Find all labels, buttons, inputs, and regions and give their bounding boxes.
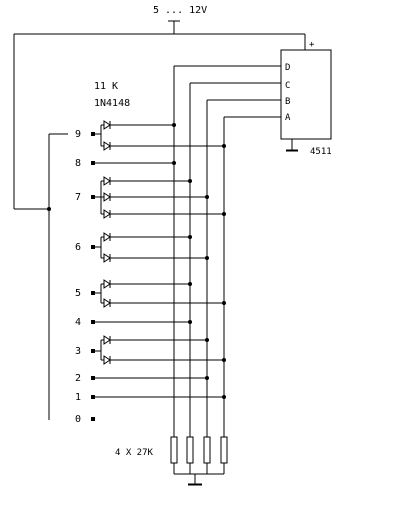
junction-dot-10 [222,301,226,305]
diode-9-2 [101,141,224,151]
switch-contact-0 [91,417,95,421]
junction-dot-15 [222,395,226,399]
chip-input-c-label: C [285,81,290,91]
chip-part-label: 4511 [310,147,332,157]
diode-7-1 [101,176,190,186]
diode-5-1 [101,279,190,289]
switch-label-1: 1 [75,392,81,403]
diode-9-1 [101,120,174,130]
decoder-chip [280,49,332,140]
switch-contact-3 [91,349,95,353]
pulldown-resistors [170,436,228,484]
chip-input-a-label: A [285,113,291,123]
junction-dot-11 [188,320,192,324]
supply-voltage-label: 5 ... 12V [153,5,207,16]
junction-dot-9 [188,282,192,286]
switch-label-8: 8 [75,158,81,169]
switch-label-7: 7 [75,192,81,203]
switch-contact-1 [91,395,95,399]
switch-label-2: 2 [75,373,81,384]
diode-6-2 [101,253,207,263]
diode-group-3 [95,335,224,365]
diode-3-1 [101,335,207,345]
diode-part-label: 1N4148 [94,98,130,109]
diode-3-2 [101,355,224,365]
switch-contact-5 [91,291,95,295]
switch-wiper [48,133,68,420]
switch-contact-2 [91,376,95,380]
junction-dot-12 [205,338,209,342]
junction-dot-4 [188,179,192,183]
supply-terminal [168,20,180,34]
switch-contact-6 [91,245,95,249]
diode-matrix [95,120,224,365]
diode-group-5 [95,279,224,308]
switch-label-3: 3 [75,346,81,357]
junction-dot-8 [205,256,209,260]
chip-input-d-label: D [285,63,290,73]
switch-label-0: 0 [75,414,81,425]
diode-group-6 [95,232,207,263]
diode-group-9 [95,120,224,151]
diode-7-2 [101,192,207,202]
direct-wires [95,162,224,398]
switch-label-4: 4 [75,317,81,328]
bus-wires [173,65,281,438]
switch-contact-4 [91,320,95,324]
switch-contact-9 [91,132,95,136]
diode-7-3 [101,209,224,219]
junction-dot-1 [172,123,176,127]
bus-junctions [172,123,226,399]
chip-plus-label: + [309,40,315,50]
supply-wires [13,33,306,210]
switch-contact-7 [91,195,95,199]
switch-label-9: 9 [75,129,81,140]
resistor-label: 4 X 27K [115,448,154,458]
chip-input-b-label: B [285,97,290,107]
diode-6-1 [101,232,190,242]
diode-group-7 [95,176,224,219]
junction-dot-2 [222,144,226,148]
junction-dot-3 [172,161,176,165]
switch-label-6: 6 [75,242,81,253]
junction-dot-14 [205,376,209,380]
junction-dot-6 [222,212,226,216]
diode-count-label: 11 K [94,81,118,92]
chip-ground [286,139,298,152]
junction-dot-13 [222,358,226,362]
switch-label-5: 5 [75,288,81,299]
diode-5-2 [101,298,224,308]
junction-dot-7 [188,235,192,239]
switch-contact-8 [91,161,95,165]
junction-dot-5 [205,195,209,199]
ground-symbol [188,483,202,486]
